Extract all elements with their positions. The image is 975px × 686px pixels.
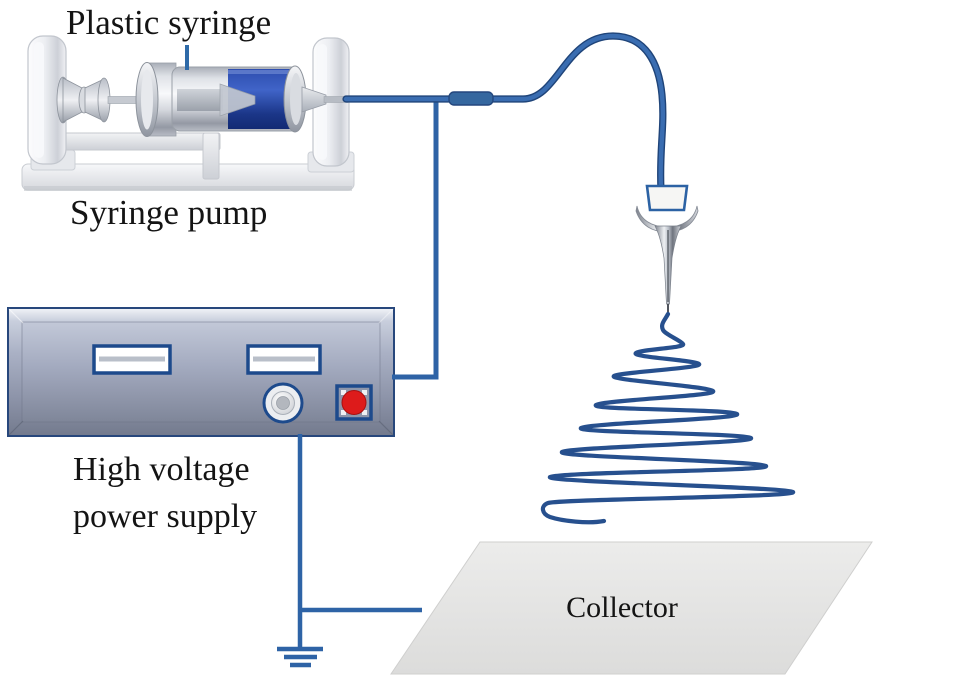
bevel-miter	[8, 420, 24, 436]
power-button-corner	[341, 410, 346, 415]
bevel-miter	[8, 308, 24, 324]
polymer-solution-highlight	[228, 70, 291, 74]
control-knob	[262, 382, 304, 424]
control-knob-center	[276, 396, 290, 410]
display-slot-left-stripe	[99, 356, 165, 362]
pump-rail	[47, 132, 221, 151]
bevel-miter	[378, 420, 394, 436]
ground-wire	[297, 434, 422, 647]
power-button-corner	[362, 410, 367, 415]
polymer-jet-spiral	[540, 311, 796, 525]
high-voltage-label: High voltage power supply	[73, 446, 257, 540]
plastic-syringe-graphic	[56, 62, 349, 137]
power-button-red-circle	[341, 390, 367, 415]
pump-rail-post	[202, 132, 220, 180]
power-button-corner	[341, 390, 346, 395]
power-button	[335, 384, 373, 421]
display-slot-right	[246, 344, 322, 375]
collector-label: Collector	[566, 591, 678, 624]
feed-tube-core	[343, 33, 666, 193]
tube-connector-sleeve	[448, 91, 494, 106]
plunger-shaft	[177, 89, 223, 111]
high-voltage-label-line2: power supply	[73, 498, 258, 535]
power-supply-face	[22, 322, 380, 422]
high-voltage-supply-graphic	[7, 307, 395, 437]
nozzle-cap	[645, 184, 689, 212]
bevel-miter	[378, 308, 394, 324]
hv-wire	[392, 99, 439, 380]
display-slot-right-stripe	[253, 356, 315, 362]
syringe-flange-inner	[141, 69, 153, 130]
feed-tube	[342, 32, 667, 194]
plunger-tip-cone	[219, 83, 256, 117]
plastic-syringe-label: Plastic syringe	[66, 3, 272, 42]
syringe-tip-cone	[301, 86, 327, 113]
syringe-end-ring-inner	[290, 73, 302, 125]
spinneret-nozzle	[635, 184, 699, 315]
power-button-corner	[362, 390, 367, 395]
pump-left-plate-highlight	[34, 42, 44, 158]
ground-symbol	[277, 646, 323, 668]
high-voltage-label-line1: High voltage	[73, 451, 250, 488]
syringe-pump-label: Syringe pump	[70, 193, 268, 232]
collector-plate	[390, 541, 873, 675]
power-supply-face-edge	[21, 321, 381, 423]
display-slot-left	[92, 344, 172, 375]
pump-base-shadow	[24, 186, 352, 191]
feed-tube-outline	[342, 32, 667, 194]
